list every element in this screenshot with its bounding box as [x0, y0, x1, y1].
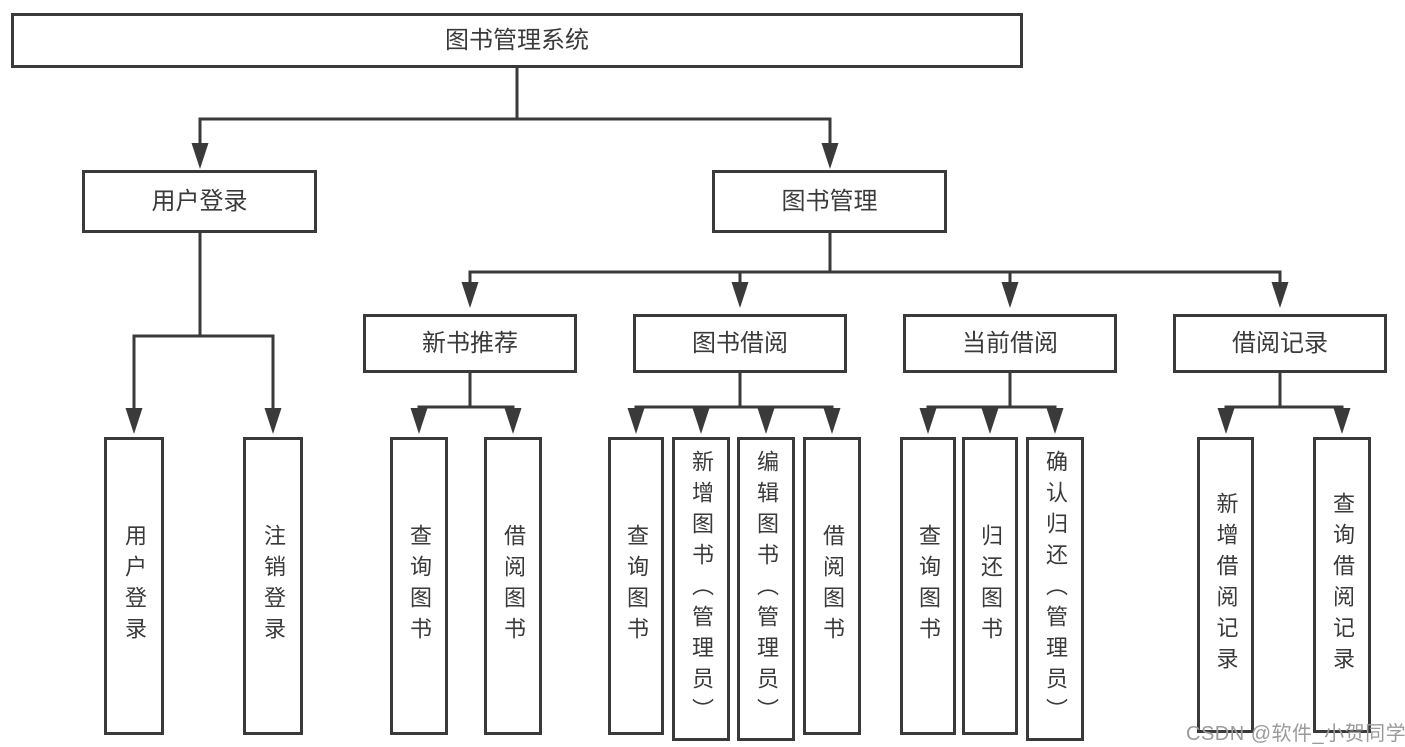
watermark: CSDN @软件_小贺同学	[1186, 723, 1405, 745]
leaf-query-books-current: 查询图书	[900, 437, 956, 735]
leaf-borrow-books: 借阅图书	[803, 437, 861, 735]
node-book-management: 图书管理	[712, 170, 947, 233]
arrowhead-group	[125, 143, 1351, 434]
node-user-login: 用户登录	[82, 170, 317, 233]
node-book-borrow: 图书借阅	[633, 314, 847, 373]
leaf-query-borrow-record: 查询借阅记录	[1313, 437, 1371, 733]
leaf-return-books: 归还图书	[962, 437, 1018, 735]
node-borrow-records: 借阅记录	[1173, 314, 1387, 373]
leaf-query-books-recommend: 查询图书	[390, 437, 448, 735]
leaf-confirm-return-admin: 确认归还（管理员）	[1026, 437, 1084, 741]
leaf-add-books-admin: 新增图书（管理员）	[672, 437, 730, 741]
leaf-logout: 注销登录	[243, 437, 303, 735]
node-new-book-recommend: 新书推荐	[363, 314, 577, 373]
node-library-system: 图书管理系统	[11, 13, 1023, 68]
node-current-borrow: 当前借阅	[903, 314, 1117, 373]
leaf-borrow-books-recommend: 借阅图书	[484, 437, 542, 735]
leaf-add-borrow-record: 新增借阅记录	[1197, 437, 1254, 733]
leaf-query-books-borrow: 查询图书	[608, 437, 664, 735]
leaf-edit-books-admin: 编辑图书（管理员）	[737, 437, 795, 741]
leaf-user-login: 用户登录	[104, 437, 164, 735]
